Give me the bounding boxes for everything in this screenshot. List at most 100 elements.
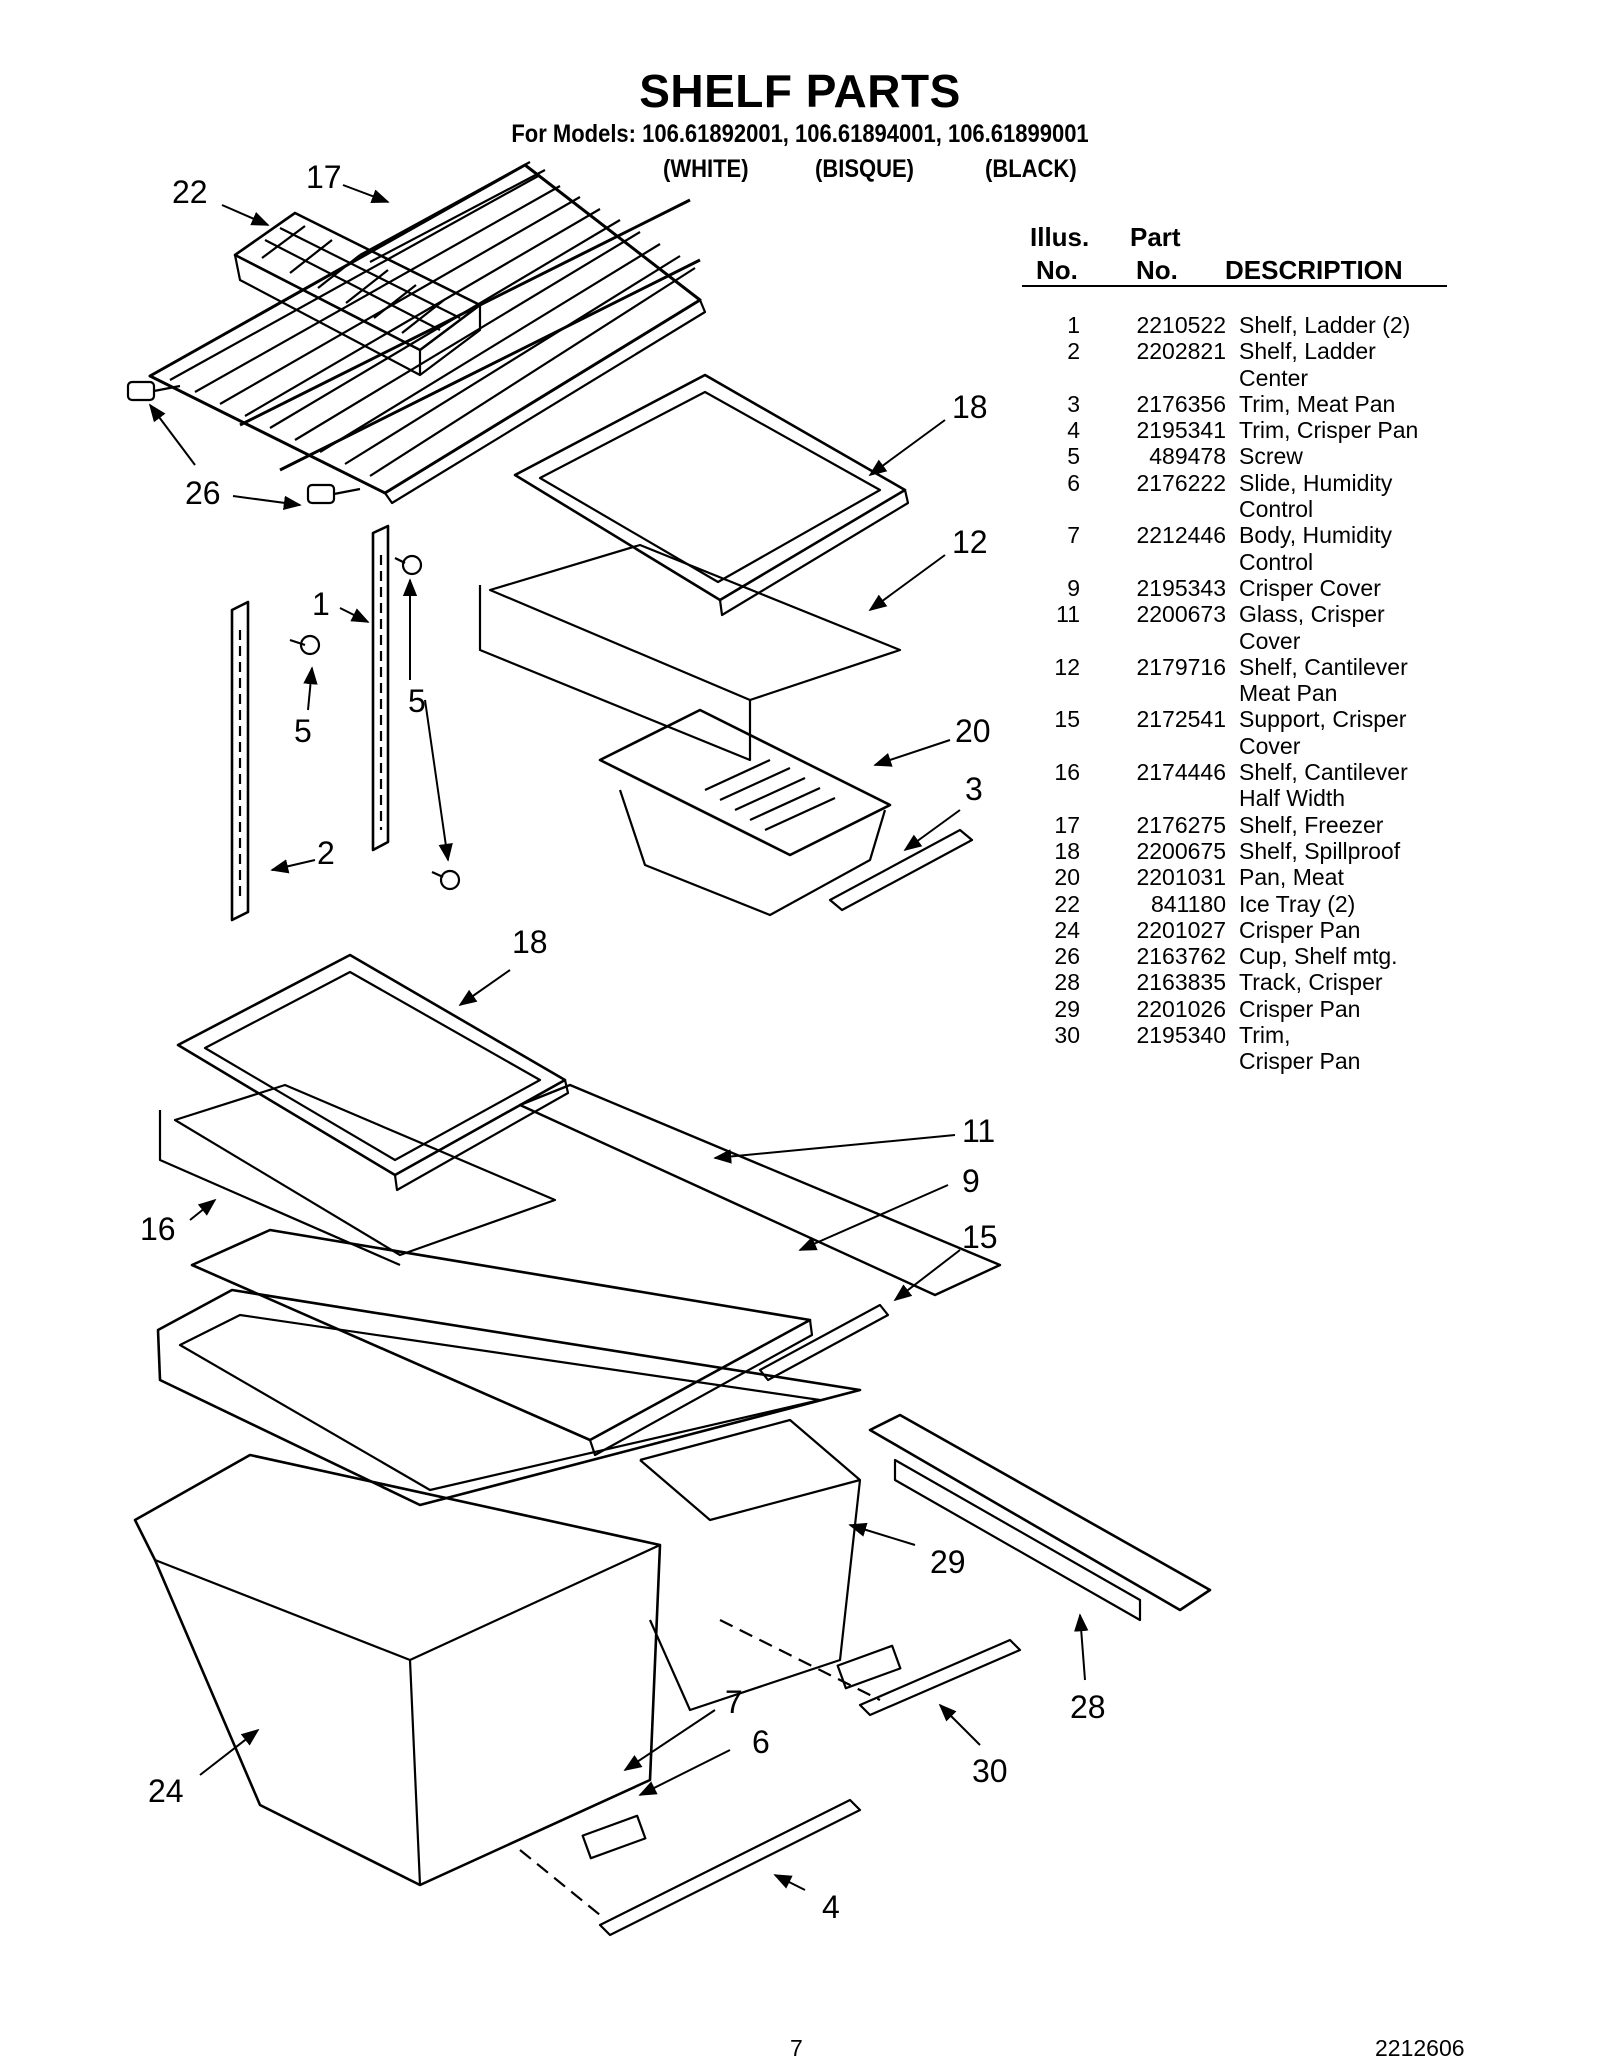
meat-pan-drawing xyxy=(598,708,892,917)
ladder-rails-drawing xyxy=(230,524,390,922)
callout-4: 4 xyxy=(822,1889,840,1925)
col-desc-header: DESCRIPTION xyxy=(1225,255,1403,285)
page-number: 7 xyxy=(790,2035,803,2061)
part-description: Cover xyxy=(1239,627,1301,654)
callout-17: 17 xyxy=(306,159,342,195)
part-description: Shelf, Ladder xyxy=(1239,338,1376,365)
ice-tray-drawing xyxy=(233,211,482,377)
callout-20: 20 xyxy=(955,713,991,749)
illus-no: 11 xyxy=(1056,601,1080,628)
part-description: Shelf, Ladder (2) xyxy=(1239,312,1411,338)
spillproof-shelf-lower xyxy=(176,953,570,1192)
crisper-support xyxy=(758,1303,890,1382)
callout-16: 16 xyxy=(140,1211,176,1247)
part-description: Control xyxy=(1239,548,1314,575)
part-description: Glass, Crisper xyxy=(1239,601,1385,628)
color-white: (WHITE) xyxy=(663,155,749,183)
parts-row: 22 841180 Ice Tray (2) xyxy=(1022,891,1462,917)
part-description: Center xyxy=(1239,364,1309,391)
spillproof-shelf-upper xyxy=(513,373,910,617)
callout-12: 12 xyxy=(952,524,988,560)
callout-11: 11 xyxy=(962,1113,995,1149)
part-description: Crisper Pan xyxy=(1239,995,1361,1022)
part-no: 2212446 xyxy=(1136,522,1226,549)
callout-2: 2 xyxy=(317,835,335,871)
part-no: 2201031 xyxy=(1136,864,1226,891)
header-rule xyxy=(1022,285,1447,287)
callout-15: 15 xyxy=(962,1219,998,1255)
illus-no: 2 xyxy=(1067,338,1080,365)
part-no: 2202821 xyxy=(1136,338,1226,365)
part-description: Trim, xyxy=(1239,1022,1291,1049)
doc-number: 2212606 xyxy=(1375,2035,1465,2061)
callout-18-lower: 18 xyxy=(512,924,548,960)
part-description: Pan, Meat xyxy=(1239,864,1344,891)
callout-5-right: 5 xyxy=(408,683,426,719)
part-no: 841180 xyxy=(1150,890,1226,917)
part-description: Slide, Humidity xyxy=(1239,469,1393,496)
callout-29: 29 xyxy=(930,1544,966,1580)
part-no: 2174446 xyxy=(1136,759,1226,786)
part-description: Trim, Meat Pan xyxy=(1239,390,1396,417)
part-no: 2201026 xyxy=(1136,995,1226,1022)
part-description: Support, Crisper xyxy=(1239,706,1407,733)
crisper-glass xyxy=(518,1083,1002,1297)
part-no: 2176356 xyxy=(1136,390,1226,417)
part-description: Shelf, Spillproof xyxy=(1239,837,1401,864)
callout-labels: 22 17 26 18 12 1 5 5 20 3 2 18 11 9 16 1… xyxy=(140,159,1106,1925)
illus-no: 9 xyxy=(1067,574,1080,601)
callout-6: 6 xyxy=(752,1724,770,1760)
illus-no: 3 xyxy=(1067,390,1080,417)
leader-arrows xyxy=(148,184,1089,1891)
part-no: 2210522 xyxy=(1136,312,1226,338)
part-description: Cover xyxy=(1239,732,1301,759)
callout-22: 22 xyxy=(172,174,208,210)
illus-no: 5 xyxy=(1067,443,1080,470)
callout-18-upper: 18 xyxy=(952,389,988,425)
part-no: 2201027 xyxy=(1136,916,1226,943)
illus-no: 22 xyxy=(1054,890,1080,917)
callout-7: 7 xyxy=(725,1684,743,1720)
illus-no: 4 xyxy=(1067,417,1080,444)
callout-26: 26 xyxy=(185,475,221,511)
color-bisque: (BISQUE) xyxy=(815,155,914,183)
crisper-track-drawing xyxy=(868,1413,1212,1622)
part-no: 489478 xyxy=(1149,443,1226,470)
part-description: Crisper Pan xyxy=(1239,916,1361,943)
col-part-header-1: Part xyxy=(1130,222,1181,252)
part-description: Trim, Crisper Pan xyxy=(1239,417,1419,444)
parts-row: 9 2195343 Crisper Cover xyxy=(1022,575,1462,601)
part-no: 2195341 xyxy=(1136,417,1226,444)
part-no: 2172541 xyxy=(1136,706,1226,733)
part-description: Crisper Pan xyxy=(1239,1048,1361,1075)
half-width-shelf xyxy=(158,1083,557,1267)
part-description: Shelf, Cantilever xyxy=(1239,653,1408,680)
part-no: 2176275 xyxy=(1136,811,1226,838)
screws-drawing xyxy=(289,554,461,891)
meat-pan-shelf xyxy=(478,543,902,762)
parts-row: 29 2201026 Crisper Pan xyxy=(1022,996,1462,1022)
illus-no: 1 xyxy=(1067,312,1080,338)
illus-no: 15 xyxy=(1054,706,1080,733)
illus-no: 29 xyxy=(1054,995,1080,1022)
part-description: Ice Tray (2) xyxy=(1239,890,1356,917)
callout-1: 1 xyxy=(312,586,330,622)
part-no: 2163762 xyxy=(1136,943,1226,970)
part-description: Shelf, Cantilever xyxy=(1239,759,1408,786)
part-description: Crisper Cover xyxy=(1239,574,1381,601)
callout-9: 9 xyxy=(962,1163,980,1199)
part-description: Half Width xyxy=(1239,785,1346,812)
part-no: 2195343 xyxy=(1136,574,1226,601)
parts-row: 1 2210522 Shelf, Ladder (2) xyxy=(1022,312,1462,338)
